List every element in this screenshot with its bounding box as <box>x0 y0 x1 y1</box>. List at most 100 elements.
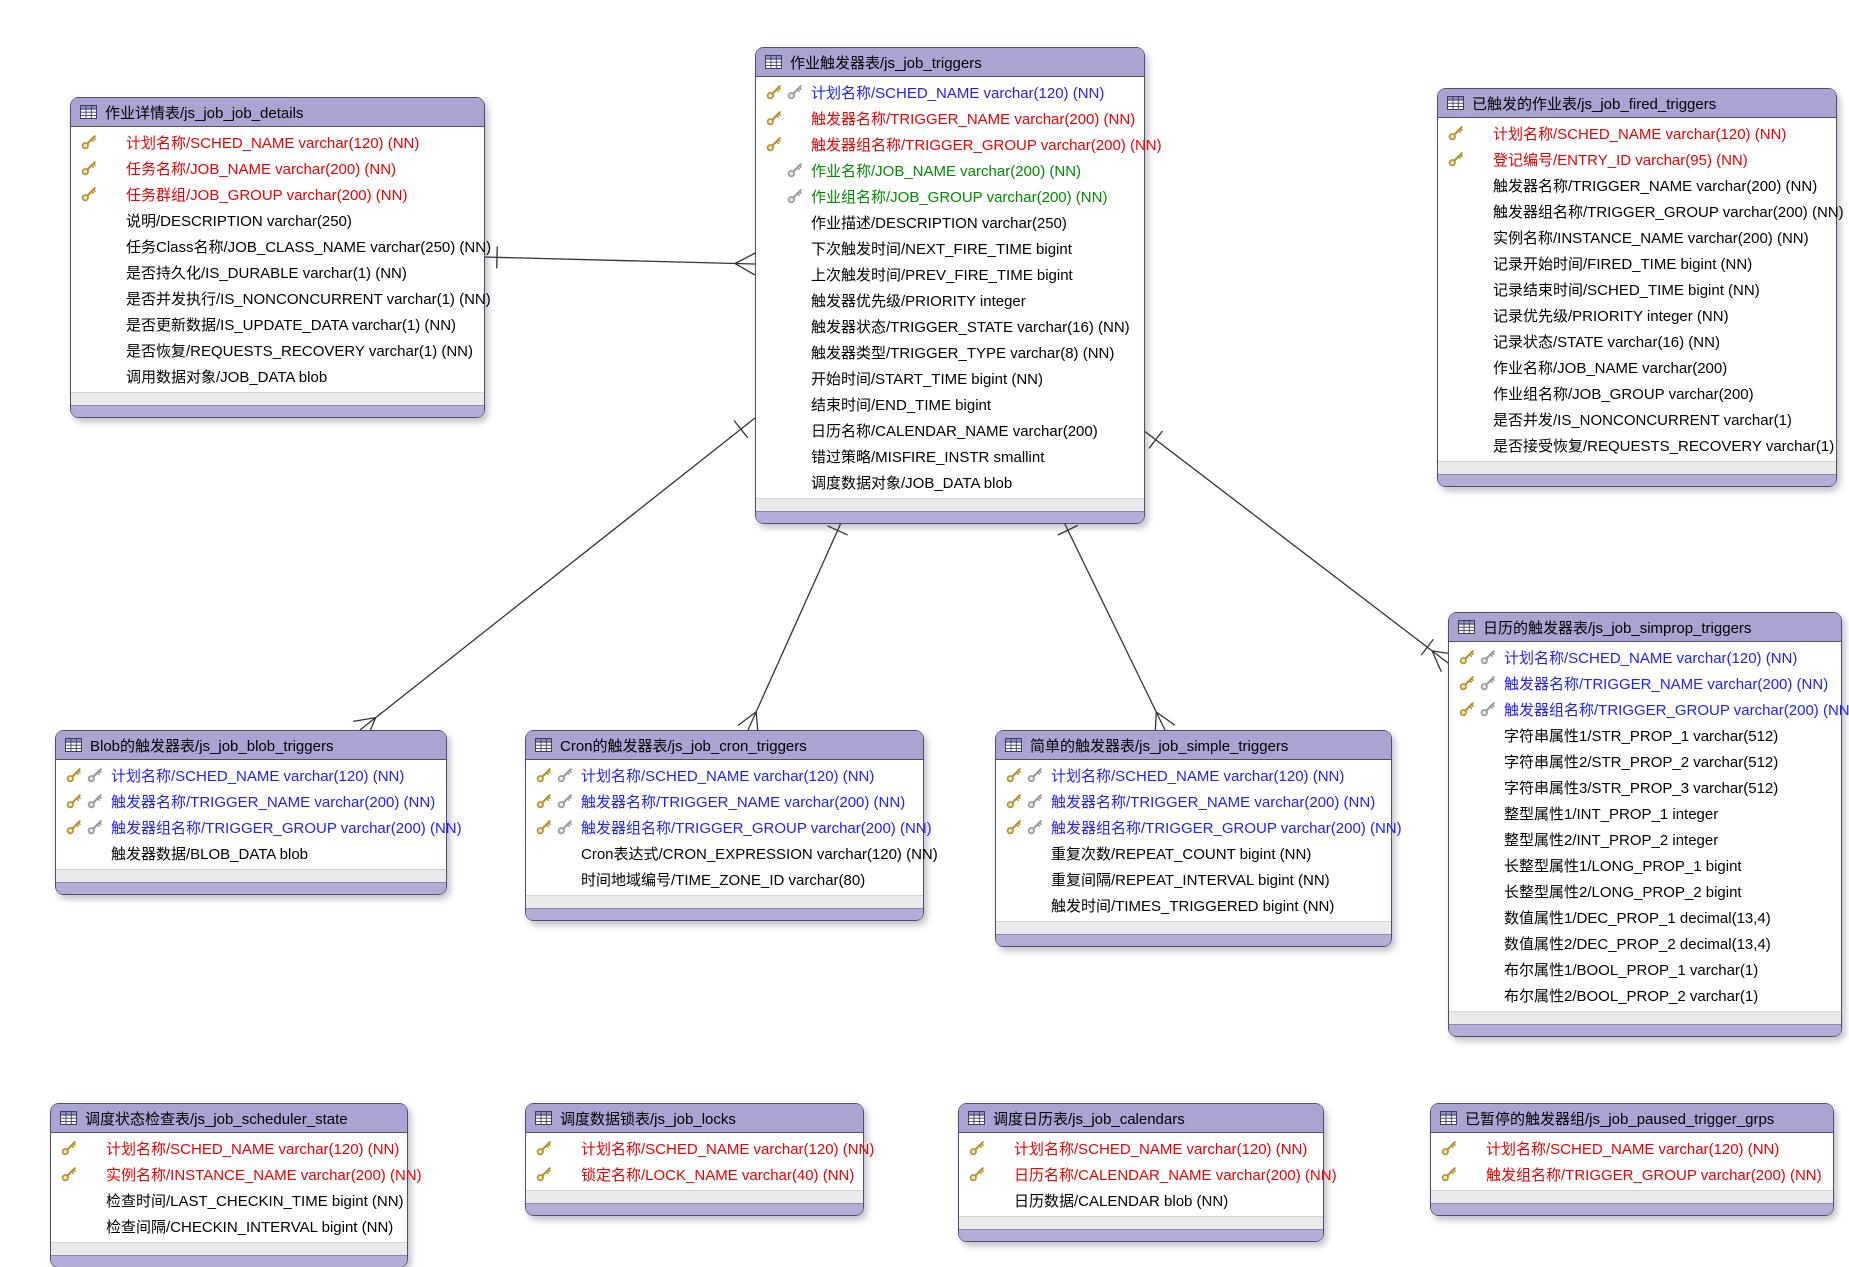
key-slot-2 <box>557 819 578 835</box>
footer-strip <box>71 392 484 405</box>
key-slot-2 <box>1027 819 1048 835</box>
footer-bar <box>526 1203 863 1215</box>
field-label: 触发器组名称/TRIGGER_GROUP varchar(200) (NN) <box>1493 203 1844 221</box>
key-slot-1 <box>969 1140 990 1156</box>
key-slot-1 <box>81 186 102 202</box>
table-header: 作业详情表/js_job_job_details <box>71 98 484 127</box>
foreign-key-icon <box>1027 794 1042 809</box>
field-row: 锁定名称/LOCK_NAME varchar(40) (NN) <box>526 1161 863 1187</box>
field-label: 作业组名称/JOB_GROUP varchar(200) <box>1493 385 1754 403</box>
field-row: 计划名称/SCHED_NAME varchar(120) (NN) <box>71 129 484 155</box>
key-slot-2 <box>787 84 808 100</box>
field-label: 布尔属性1/BOOL_PROP_1 varchar(1) <box>1504 961 1759 979</box>
field-row: 触发器类型/TRIGGER_TYPE varchar(8) (NN) <box>756 339 1144 365</box>
table-header: 已暂停的触发器组/js_job_paused_trigger_grps <box>1431 1104 1833 1133</box>
field-row: 下次触发时间/NEXT_FIRE_TIME bigint <box>756 235 1144 261</box>
table-grid-icon <box>1005 738 1022 752</box>
field-row: 触发器名称/TRIGGER_NAME varchar(200) (NN) <box>756 105 1144 131</box>
table-header: 调度数据锁表/js_job_locks <box>526 1104 863 1133</box>
table-title: 简单的触发器表/js_job_simple_triggers <box>1030 737 1289 755</box>
field-label: 触发器优先级/PRIORITY integer <box>811 292 1026 310</box>
key-slot-1 <box>61 1140 82 1156</box>
field-label: 上次触发时间/PREV_FIRE_TIME bigint <box>811 266 1073 284</box>
key-slot-1 <box>66 819 87 835</box>
primary-key-icon <box>1441 1141 1456 1156</box>
field-label: 下次触发时间/NEXT_FIRE_TIME bigint <box>811 240 1072 258</box>
primary-key-icon <box>969 1167 984 1182</box>
primary-key-icon <box>66 794 81 809</box>
primary-key-icon <box>766 111 781 126</box>
field-row: 实例名称/INSTANCE_NAME varchar(200) (NN) <box>51 1161 422 1187</box>
field-row: 长整型属性2/LONG_PROP_2 bigint <box>1449 878 1841 904</box>
table-grid-icon <box>1458 620 1475 634</box>
field-row: 长整型属性1/LONG_PROP_1 bigint <box>1449 852 1841 878</box>
field-label: 计划名称/SCHED_NAME varchar(120) (NN) <box>1504 649 1798 667</box>
field-label: 触发器名称/TRIGGER_NAME varchar(200) (NN) <box>1504 675 1829 693</box>
field-label: 触发器组名称/TRIGGER_GROUP varchar(200) (NN) <box>811 136 1162 154</box>
field-label: 计划名称/SCHED_NAME varchar(120) (NN) <box>581 1140 875 1158</box>
field-label: 布尔属性2/BOOL_PROP_2 varchar(1) <box>1504 987 1759 1005</box>
footer-strip <box>1431 1190 1833 1203</box>
footer-strip <box>959 1216 1323 1229</box>
primary-key-icon <box>61 1141 76 1156</box>
table-js_job_simple_triggers[interactable]: 简单的触发器表/js_job_simple_triggers 计划名称/SCHED… <box>995 730 1402 947</box>
key-slot-2 <box>1027 793 1048 809</box>
field-row: 计划名称/SCHED_NAME varchar(120) (NN) <box>996 762 1391 788</box>
primary-key-icon <box>536 794 551 809</box>
field-row: 触发器名称/TRIGGER_NAME varchar(200) (NN) <box>1438 172 1836 198</box>
field-row: 是否持久化/IS_DURABLE varchar(1) (NN) <box>71 259 484 285</box>
table-title: 已暂停的触发器组/js_job_paused_trigger_grps <box>1465 1110 1775 1128</box>
primary-key-icon <box>66 820 81 835</box>
table-title: 调度日历表/js_job_calendars <box>993 1110 1185 1128</box>
footer-bar <box>51 1255 407 1267</box>
table-fields: 计划名称/SCHED_NAME varchar(120) (NN)登记编号/EN… <box>1438 118 1844 461</box>
table-js_job_fired_triggers[interactable]: 已触发的作业表/js_job_fired_triggers 计划名称/SCHED_… <box>1437 88 1844 487</box>
field-row: 作业组名称/JOB_GROUP varchar(200) (NN) <box>756 183 1144 209</box>
field-row: 作业名称/JOB_NAME varchar(200) <box>1438 354 1836 380</box>
key-slot-1 <box>536 767 557 783</box>
field-row: 时间地域编号/TIME_ZONE_ID varchar(80) <box>526 866 923 892</box>
key-slot-2 <box>787 162 808 178</box>
footer-bar <box>526 908 923 920</box>
field-row: 整型属性2/INT_PROP_2 integer <box>1449 826 1841 852</box>
field-row: 登记编号/ENTRY_ID varchar(95) (NN) <box>1438 146 1836 172</box>
table-header: Cron的触发器表/js_job_cron_triggers <box>526 731 923 760</box>
field-label: 字符串属性3/STR_PROP_3 varchar(512) <box>1504 779 1779 797</box>
field-row: 作业名称/JOB_NAME varchar(200) (NN) <box>756 157 1144 183</box>
relationship-js_job_job_details-js_job_triggers <box>482 246 756 276</box>
field-row: 作业组名称/JOB_GROUP varchar(200) <box>1438 380 1836 406</box>
field-row: 任务名称/JOB_NAME varchar(200) (NN) <box>71 155 484 181</box>
table-title: 已触发的作业表/js_job_fired_triggers <box>1472 95 1717 113</box>
key-slot-1 <box>1459 675 1480 691</box>
field-row: 触发器名称/TRIGGER_NAME varchar(200) (NN) <box>1449 670 1841 696</box>
table-js_job_locks[interactable]: 调度数据锁表/js_job_locks 计划名称/SCHED_NAME varch… <box>525 1103 874 1216</box>
field-row: 布尔属性2/BOOL_PROP_2 varchar(1) <box>1449 982 1841 1008</box>
key-slot-1 <box>1459 701 1480 717</box>
field-label: 时间地域编号/TIME_ZONE_ID varchar(80) <box>581 871 866 889</box>
table-title: 作业触发器表/js_job_triggers <box>790 54 982 72</box>
key-slot-2 <box>1480 649 1501 665</box>
table-grid-icon <box>65 738 82 752</box>
field-label: 任务名称/JOB_NAME varchar(200) (NN) <box>126 160 397 178</box>
primary-key-icon <box>1006 820 1021 835</box>
field-row: 计划名称/SCHED_NAME varchar(120) (NN) <box>51 1135 407 1161</box>
foreign-key-icon <box>1480 676 1495 691</box>
field-row: 字符串属性3/STR_PROP_3 varchar(512) <box>1449 774 1841 800</box>
field-row: 计划名称/SCHED_NAME varchar(120) (NN) <box>526 1135 874 1161</box>
field-label: 字符串属性1/STR_PROP_1 varchar(512) <box>1504 727 1779 745</box>
table-grid-icon <box>765 55 782 69</box>
field-label: 记录优先级/PRIORITY integer (NN) <box>1493 307 1729 325</box>
field-row: 调度数据对象/JOB_DATA blob <box>756 469 1144 495</box>
field-row: 触发器名称/TRIGGER_NAME varchar(200) (NN) <box>996 788 1391 814</box>
field-row: 触发器组名称/TRIGGER_GROUP varchar(200) (NN) <box>1449 696 1849 722</box>
